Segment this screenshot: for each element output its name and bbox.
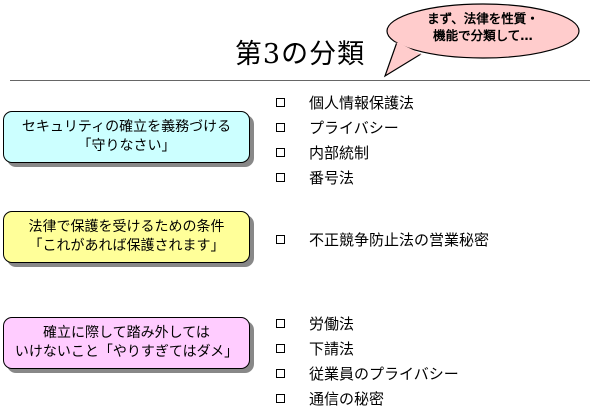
- callout-line-2: 機能で分類して…: [433, 28, 533, 43]
- square-bullet-icon: [276, 369, 285, 378]
- law-list-obligation: 個人情報保護法 プライバシー 内部統制 番号法: [276, 90, 414, 190]
- category-label-line-1: セキュリティの確立を義務づける: [21, 119, 232, 135]
- list-item: 不正競争防止法の営業秘密: [276, 227, 489, 252]
- square-bullet-icon: [276, 344, 285, 353]
- square-bullet-icon: [276, 123, 285, 132]
- speech-bubble-callout: [383, 3, 580, 78]
- list-item: 個人情報保護法: [276, 90, 414, 115]
- category-box-protection: 法律で保護を受けるための条件 「これがあれば保護されます」: [3, 211, 250, 263]
- list-item: プライバシー: [276, 115, 414, 140]
- square-bullet-icon: [276, 394, 285, 403]
- list-item: 下請法: [276, 336, 459, 361]
- category-label-line-2: 「これがあれば保護されます」: [28, 238, 225, 254]
- list-item: 従業員のプライバシー: [276, 361, 459, 386]
- callout-text: まず、法律を性質・ 機能で分類して…: [398, 10, 568, 44]
- square-bullet-icon: [276, 98, 285, 107]
- title-underline: [10, 80, 590, 81]
- square-bullet-icon: [276, 173, 285, 182]
- list-item: 通信の秘密: [276, 386, 459, 411]
- list-item: 労働法: [276, 311, 459, 336]
- law-list-limits: 労働法 下請法 従業員のプライバシー 通信の秘密: [276, 311, 459, 411]
- category-box-obligation: セキュリティの確立を義務づける 「守りなさい」: [3, 111, 250, 163]
- category-label-line-1: 確立に際して踏み外しては: [43, 325, 210, 341]
- slide-title: 第3の分類: [234, 39, 366, 70]
- category-box-limits: 確立に際して踏み外しては いけないこと「やりすぎてはダメ」: [3, 317, 250, 369]
- category-label-line-1: 法律で保護を受けるための条件: [28, 219, 225, 235]
- category-label-line-2: 「守りなさい」: [77, 138, 176, 154]
- list-item: 番号法: [276, 165, 414, 190]
- square-bullet-icon: [276, 235, 285, 244]
- square-bullet-icon: [276, 319, 285, 328]
- list-item: 内部統制: [276, 140, 414, 165]
- square-bullet-icon: [276, 148, 285, 157]
- category-label-line-2: いけないこと「やりすぎてはダメ」: [14, 344, 239, 360]
- law-list-protection: 不正競争防止法の営業秘密: [276, 227, 489, 252]
- callout-line-1: まず、法律を性質・: [427, 11, 539, 26]
